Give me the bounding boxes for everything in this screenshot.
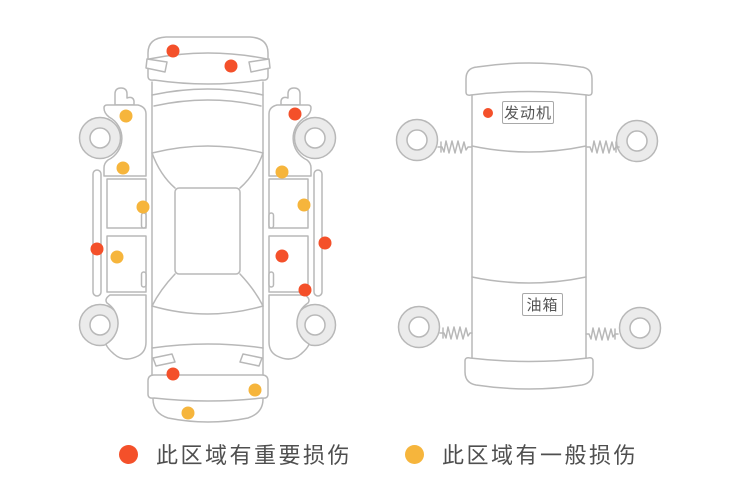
top-view-damage-dots <box>90 44 332 420</box>
wheel-hub <box>89 314 111 336</box>
wheel-hub <box>406 129 428 151</box>
suspension-spring <box>439 326 473 340</box>
chassis-damage-dots <box>483 108 493 118</box>
roof-panel <box>174 187 241 275</box>
damage-point-general[interactable] <box>248 383 262 397</box>
damage-point-severe[interactable] <box>166 44 180 58</box>
c-pillar <box>239 273 264 307</box>
damage-point-general[interactable] <box>119 109 133 123</box>
rear-door <box>106 235 147 293</box>
damage-point-severe[interactable] <box>90 242 104 256</box>
engine-label: 发动机 <box>502 101 554 124</box>
general-damage-dot-icon <box>405 444 424 464</box>
door-handle <box>140 212 147 229</box>
door-handle <box>140 271 147 288</box>
wheel-hub <box>89 127 111 149</box>
rear-window-base <box>151 305 264 315</box>
damage-point-severe[interactable] <box>288 107 302 121</box>
wheel-hub <box>626 130 648 152</box>
c-pillar <box>151 273 176 307</box>
windshield-base <box>151 145 264 154</box>
damage-point-severe[interactable] <box>298 283 312 297</box>
wheel-hub <box>629 317 651 339</box>
chassis-bottom-cap <box>464 357 594 390</box>
chassis-cross-line <box>471 276 587 284</box>
car-top-view <box>78 36 337 423</box>
damage-point-general[interactable] <box>116 161 130 175</box>
legend-item-severe: 此区域有重要损伤 <box>119 442 352 468</box>
car-left-side-assembly <box>78 87 147 360</box>
chassis-view <box>395 62 662 390</box>
damage-point-general[interactable] <box>181 406 195 420</box>
front-fender <box>103 104 147 177</box>
rear-bumper <box>147 374 269 402</box>
side-mirror <box>114 87 135 106</box>
damage-point-severe[interactable] <box>318 236 332 250</box>
headlight <box>248 58 271 73</box>
front-bumper-seam <box>148 52 268 60</box>
a-pillar <box>151 152 176 189</box>
chassis-top-cap <box>465 62 593 96</box>
wheel-hub <box>408 316 430 338</box>
damage-point-severe[interactable] <box>275 249 289 263</box>
damage-point-general[interactable] <box>275 165 289 179</box>
legend-label-severe: 此区域有重要损伤 <box>156 443 353 468</box>
hood-line <box>153 99 262 107</box>
suspension-spring <box>586 140 620 154</box>
damage-point-severe[interactable] <box>224 59 238 73</box>
headlight <box>145 58 168 73</box>
damage-point-severe[interactable] <box>483 108 493 118</box>
damage-point-severe[interactable] <box>166 367 180 381</box>
tail-light <box>239 353 263 367</box>
hood-line <box>151 88 264 96</box>
tail-light <box>152 353 176 367</box>
suspension-spring <box>585 327 619 341</box>
front-bumper <box>147 36 269 85</box>
trunk-line <box>151 343 264 349</box>
legend-item-general: 此区域有一般损伤 <box>405 442 638 468</box>
suspension-spring <box>437 140 472 154</box>
chassis-cross-line <box>471 145 587 153</box>
a-pillar <box>239 152 264 189</box>
damage-point-general[interactable] <box>297 198 311 212</box>
rear-bumper-lower <box>152 398 264 423</box>
damage-point-general[interactable] <box>110 250 124 264</box>
car-right-side-assembly <box>268 87 337 360</box>
rear-fender <box>105 294 147 360</box>
severe-damage-dot-icon <box>119 444 138 464</box>
side-sill <box>92 169 102 297</box>
legend-label-general: 此区域有一般损伤 <box>442 443 639 468</box>
fuel-tank-label: 油箱 <box>522 293 563 316</box>
damage-point-general[interactable] <box>136 200 150 214</box>
